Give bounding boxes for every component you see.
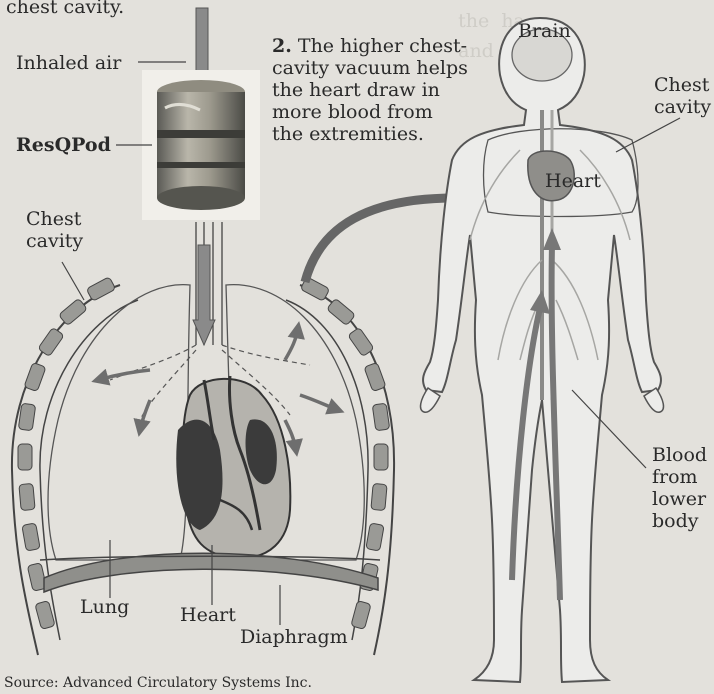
lung-label: Lung	[80, 596, 129, 618]
flow-arrow	[140, 400, 150, 430]
chest-cavity-label-line2: cavity	[26, 230, 83, 252]
flow-arrow	[98, 370, 150, 380]
airway-group	[116, 8, 260, 345]
top-text: chest cavity.	[6, 0, 124, 18]
chest-cavity-label-line1: Chest	[26, 208, 81, 230]
step-number: 2.	[272, 35, 292, 57]
step-line-5: the extremities.	[272, 123, 468, 145]
step-line-4: more blood from	[272, 101, 468, 123]
heart-icon	[176, 376, 290, 558]
resqpod-device	[142, 70, 260, 220]
blood-label-line1: Blood	[652, 444, 707, 466]
source-caption: Source: Advanced Circulatory Systems Inc…	[4, 672, 312, 694]
blood-label-line3: lower	[652, 488, 706, 510]
heart-label: Heart	[180, 604, 236, 626]
chest-cavity-leader	[62, 262, 84, 300]
brain-label: Brain	[518, 20, 571, 42]
blood-label-line2: from	[652, 466, 698, 488]
step2-text: 2. The higher chest- cavity vacuum helps…	[272, 35, 468, 145]
body-chest-cavity-line2: cavity	[654, 96, 711, 118]
diaphragm	[44, 553, 378, 592]
flow-arrow	[285, 328, 298, 360]
body-chest-leader	[616, 118, 680, 152]
step-line-2: cavity vacuum helps	[272, 57, 468, 79]
step-line-1: The higher chest-	[298, 35, 467, 57]
chest-to-body-arrow	[305, 198, 455, 282]
resqpod-label: ResQPod	[16, 134, 111, 156]
diaphragm-label: Diaphragm	[240, 626, 348, 648]
left-lung	[48, 285, 190, 560]
flow-arrow	[285, 420, 296, 450]
body-heart-label: Heart	[545, 170, 601, 192]
body-chest-cavity-line1: Chest	[654, 74, 709, 96]
flow-arrow	[300, 395, 338, 410]
inhaled-air-label: Inhaled air	[16, 52, 121, 74]
blood-label-line4: body	[652, 510, 699, 532]
step-line-3: the heart draw in	[272, 79, 468, 101]
